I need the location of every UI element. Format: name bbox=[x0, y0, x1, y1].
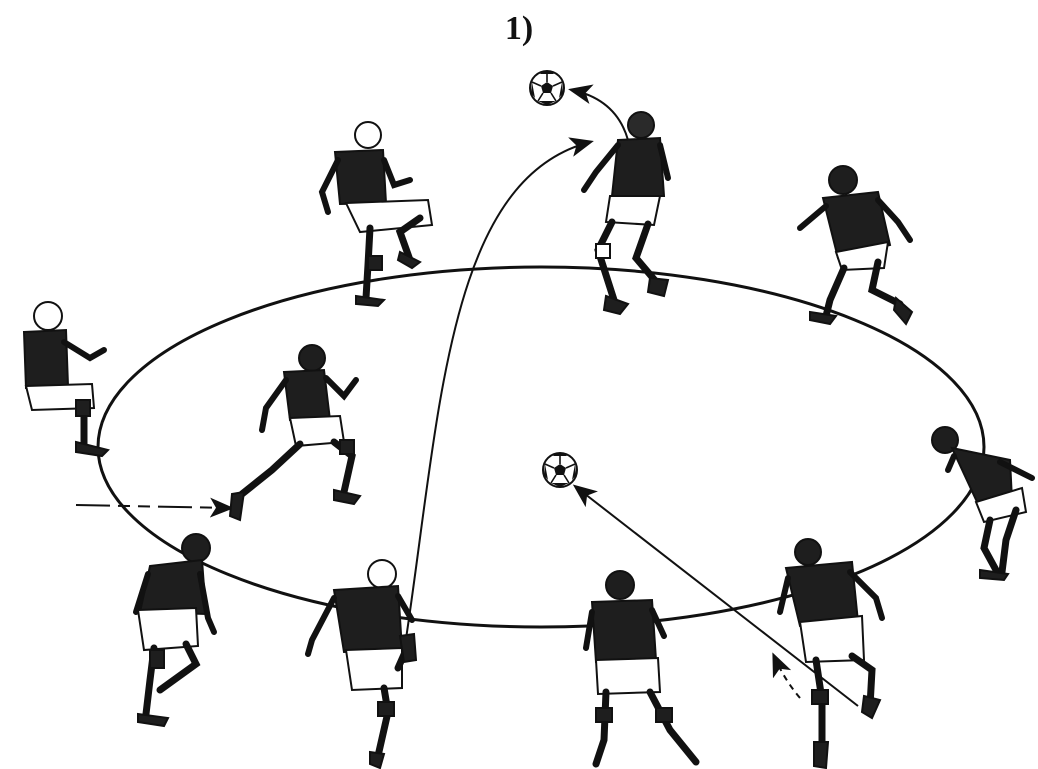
player-running bbox=[228, 344, 362, 522]
figure-label: 1) bbox=[504, 10, 534, 47]
header-arrow bbox=[568, 84, 629, 141]
player-top-right bbox=[797, 165, 914, 326]
player-bottom-left bbox=[133, 533, 217, 728]
player-passer bbox=[305, 559, 418, 769]
player-left bbox=[22, 301, 110, 458]
ball-top bbox=[529, 70, 565, 106]
player-bottom-right bbox=[777, 538, 885, 769]
player-heading bbox=[581, 111, 671, 316]
player-right bbox=[931, 426, 1035, 582]
diagonal-pass-arrow bbox=[572, 484, 859, 707]
curved-run-arrow bbox=[772, 652, 801, 699]
player-top-left bbox=[318, 121, 434, 308]
long-pass-arrow bbox=[403, 137, 594, 653]
run-arrow-left bbox=[75, 497, 234, 518]
player-bottom-center bbox=[583, 570, 700, 768]
ball-center bbox=[542, 452, 578, 488]
